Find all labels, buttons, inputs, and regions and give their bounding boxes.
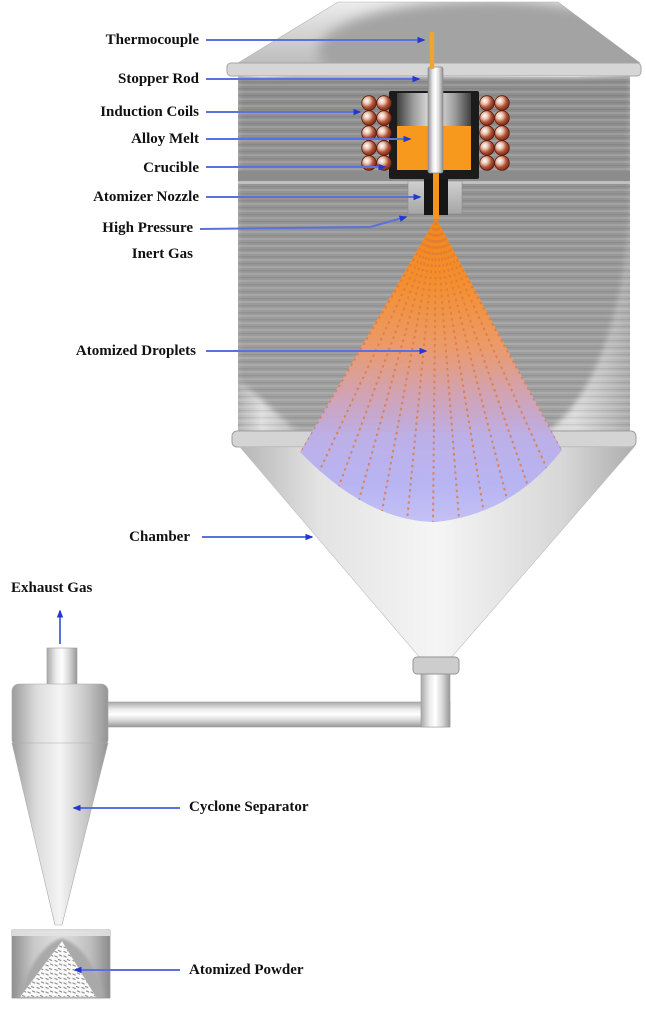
- label-inert-gas: Inert Gas: [131, 246, 193, 262]
- label-induction-coils: Induction Coils: [100, 104, 199, 120]
- label-alloy-melt: Alloy Melt: [131, 131, 199, 147]
- callout-arrows: [56, 36, 428, 974]
- cyclone-cone: [11, 742, 109, 926]
- melt-delivery-assembly: [238, 32, 630, 219]
- collector-box-rim: [12, 930, 110, 936]
- label-atomized-powder: Atomized Powder: [189, 962, 304, 978]
- chamber-outlet-collar: [412, 656, 460, 675]
- cyclone-body: [11, 683, 109, 747]
- label-crucible: Crucible: [143, 160, 199, 176]
- label-exhaust-gas: Exhaust Gas: [11, 580, 93, 596]
- melt-stream: [433, 168, 439, 219]
- coil-stack-right: [479, 95, 510, 171]
- label-high-pressure: High Pressure: [102, 220, 193, 236]
- label-stopper-rod: Stopper Rod: [118, 71, 199, 87]
- chamber-outlet-pipe: [420, 671, 451, 728]
- piping: [94, 656, 460, 728]
- label-cyclone-separator: Cyclone Separator: [189, 799, 309, 815]
- induction-coils-part: [361, 95, 510, 171]
- label-thermocouple: Thermocouple: [105, 32, 199, 48]
- stopper-rod-part: [427, 66, 444, 174]
- cyclone-exhaust-neck: [46, 647, 78, 689]
- transfer-pipe: [94, 701, 451, 728]
- cyclone-separator-part: [11, 647, 109, 926]
- droplet-rays: [300, 221, 562, 522]
- label-atomizer-nozzle: Atomizer Nozzle: [93, 189, 199, 205]
- spray-cone: [300, 218, 562, 522]
- thermocouple-probe: [429, 32, 435, 69]
- atomizer-nozzle-part: [424, 168, 448, 219]
- label-atomized-droplets: Atomized Droplets: [75, 343, 196, 359]
- powder-collector: [11, 929, 111, 999]
- arrow-inert-gas: [199, 215, 408, 230]
- label-chamber: Chamber: [129, 529, 190, 545]
- chamber-dome: [236, 1, 641, 64]
